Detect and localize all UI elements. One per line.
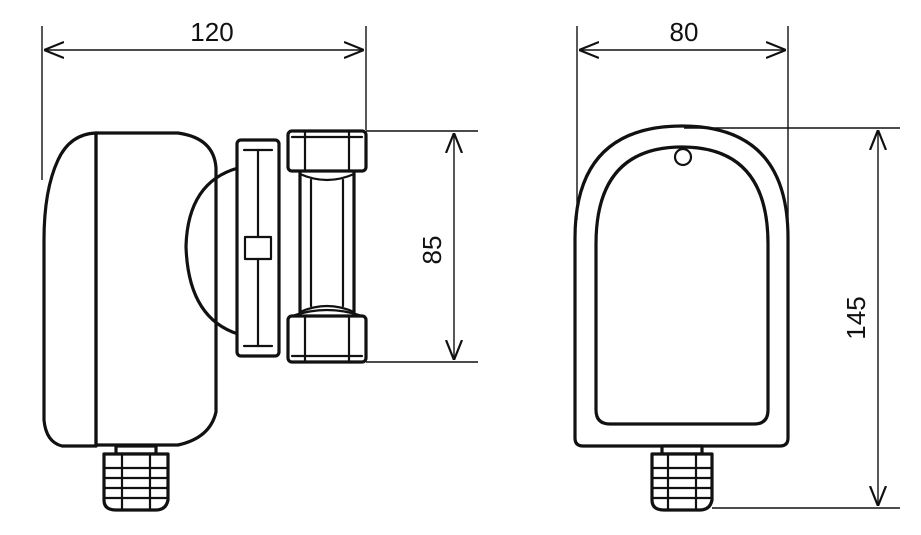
dim-front-width-label: 80: [670, 17, 699, 47]
front-inner-panel: [594, 145, 770, 426]
dim-pipe-spacing: 85: [366, 130, 478, 363]
dim-front-width: 80: [576, 17, 789, 220]
dim-side-width-label: 120: [190, 17, 233, 47]
cable-gland: [102, 444, 170, 512]
dim-front-height-label: 145: [841, 296, 871, 339]
front-housing-outline: [573, 124, 790, 448]
motor-housing: [42, 131, 240, 448]
front-cable-gland: [650, 444, 714, 512]
dim-front-height: 145: [684, 127, 900, 509]
union-nut: [235, 138, 281, 358]
dim-pipe-spacing-label: 85: [417, 236, 447, 265]
indicator-light-icon: [673, 147, 693, 167]
side-view: 120 85: [41, 17, 478, 512]
pipe-body: [298, 168, 356, 318]
lower-pipe-fitting: [286, 308, 368, 364]
dim-side-width: 120: [41, 17, 367, 180]
upper-pipe-fitting: [286, 129, 368, 173]
front-view: 80 145: [573, 17, 900, 512]
